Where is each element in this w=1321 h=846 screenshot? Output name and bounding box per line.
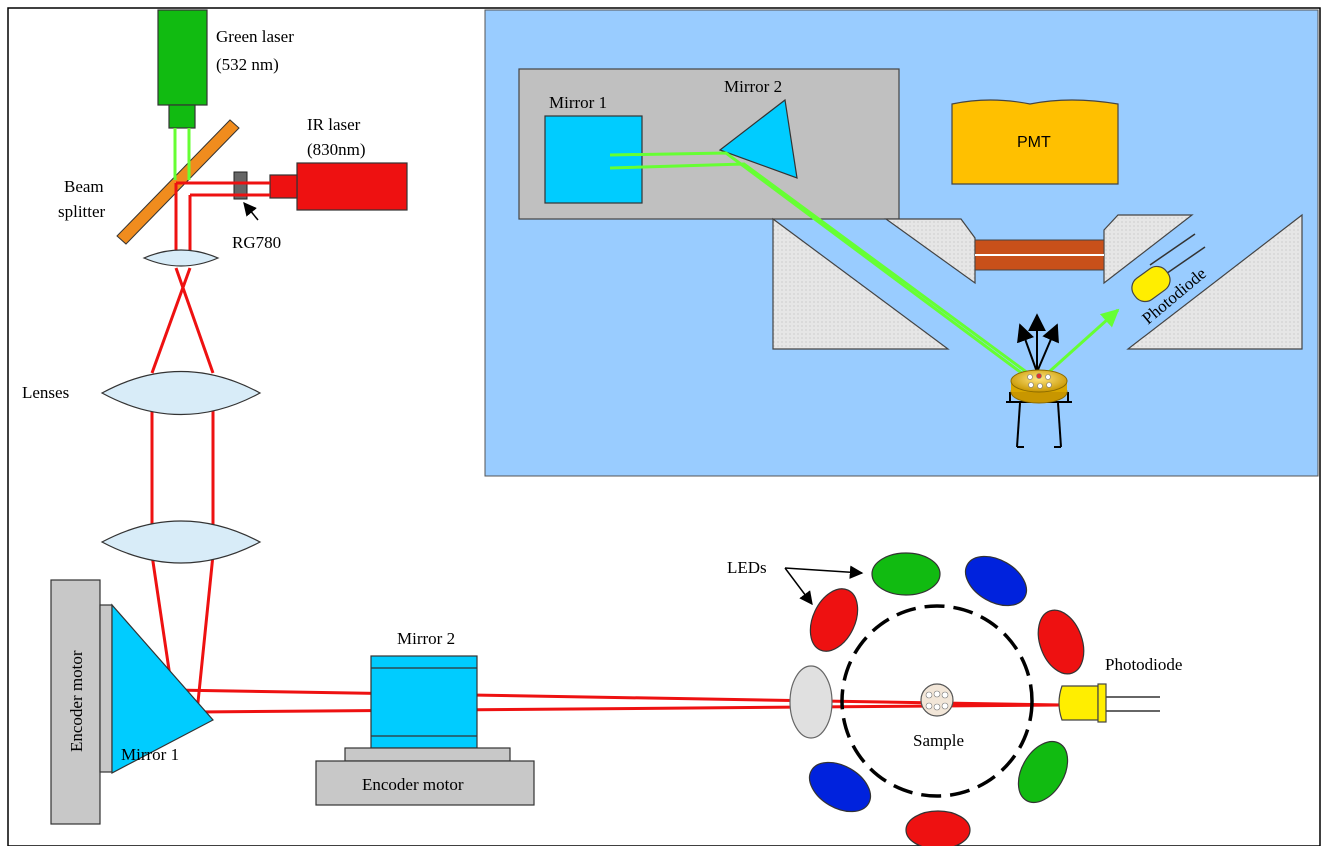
diffuser: [789, 665, 833, 739]
inset-panel: Mirror 1 Mirror 2 PMT Photodiode: [484, 9, 1319, 477]
inset-right-prism: [1126, 213, 1303, 350]
leds-arrow-2: [784, 567, 813, 606]
ir-laser-nozzle: [269, 174, 298, 199]
beam-splitter-label-line1: Beam: [64, 177, 104, 196]
emission-arrows: [1017, 313, 1059, 373]
inset-pmt-label: PMT: [1017, 134, 1051, 151]
inset-left-prism: [772, 217, 950, 350]
ir-laser-wavelength-label: (830nm): [307, 140, 366, 159]
lenses-label: Lenses: [22, 383, 69, 402]
green-laser: [157, 9, 208, 106]
leds: [808, 552, 1085, 846]
led-red-left-upper: [809, 588, 859, 652]
inset-photodiode: [1131, 233, 1206, 303]
small-lens: [142, 249, 220, 267]
rg780-arrow: [243, 201, 259, 221]
beam-splitter-label-line2: splitter: [58, 202, 106, 221]
led-red-right-upper: [1037, 609, 1085, 675]
inset-mirror-1: [544, 115, 643, 204]
encoder-motor-vertical: [50, 579, 101, 825]
red-beams: [150, 181, 1063, 714]
inset-sample-holder: [1006, 369, 1072, 448]
leds-arrow-1: [784, 565, 864, 579]
photodiode: [1058, 683, 1160, 723]
led-blue-bottom-left: [808, 761, 872, 813]
led-red-bottom: [905, 810, 971, 846]
green-laser-nozzle: [168, 104, 196, 129]
sample-ring-dashed: [840, 604, 1034, 798]
encoder-motor-horizontal-plate: [344, 747, 511, 762]
mirror-1: [111, 603, 214, 774]
inset-mirror-1-label: Mirror 1: [549, 93, 607, 112]
green-beams: [173, 128, 191, 180]
mirror-1-label: Mirror 1: [121, 745, 179, 764]
middle-lens: [100, 370, 262, 416]
green-laser-label: Green laser: [216, 27, 294, 46]
lower-lens: [100, 520, 262, 564]
encoder-motor-horizontal: [315, 760, 535, 806]
inset-mirror-2: [718, 98, 798, 179]
ir-laser-label: IR laser: [307, 115, 361, 134]
mirror-2: [370, 655, 478, 749]
encoder-motor-horizontal-label: Encoder motor: [362, 775, 464, 794]
ir-laser: [296, 162, 408, 211]
rg780-label: RG780: [232, 233, 281, 252]
mirror-2-label: Mirror 2: [397, 629, 455, 648]
inset-center-block-left: [884, 218, 976, 285]
sample-label: Sample: [913, 731, 964, 750]
photodiode-label: Photodiode: [1105, 655, 1182, 674]
encoder-motor-vertical-plate: [99, 604, 113, 773]
leds-label: LEDs: [727, 558, 767, 577]
led-green-bottom-right: [1017, 740, 1069, 804]
sample: [920, 683, 954, 717]
encoder-motor-vertical-label: Encoder motor: [67, 650, 86, 752]
inset-pmt: [951, 99, 1119, 185]
inset-mirror-2-label: Mirror 2: [724, 77, 782, 96]
led-green-top: [871, 552, 941, 596]
led-blue-top-right: [964, 555, 1028, 607]
inset-green-beams: [609, 151, 1120, 385]
rg780-filter: [233, 171, 248, 200]
green-laser-wavelength-label: (532 nm): [216, 55, 279, 74]
